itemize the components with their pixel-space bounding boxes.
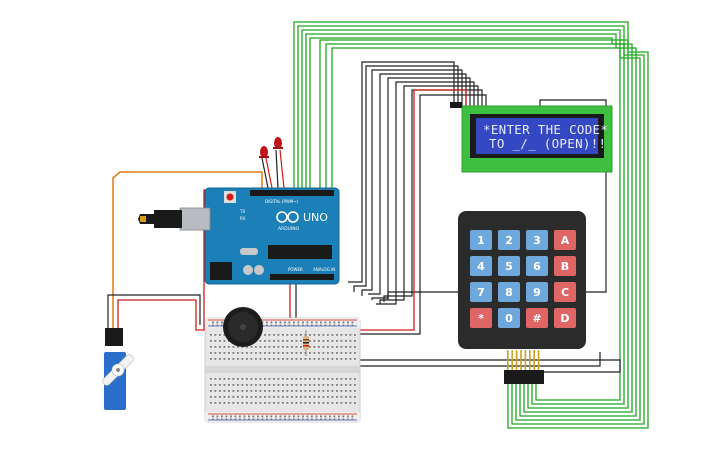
lcd-line-1: *ENTER THE CODE*	[483, 122, 608, 137]
key-label: D	[560, 312, 569, 325]
key-label: #	[532, 312, 541, 325]
keypad-pin	[533, 350, 535, 370]
red-led-2[interactable]	[273, 137, 283, 149]
power-label: POWER	[288, 267, 303, 272]
key-label: 2	[505, 234, 513, 247]
lcd-screen	[476, 118, 598, 154]
resistor[interactable]	[303, 330, 309, 356]
key-B[interactable]: B	[554, 256, 576, 276]
key-5[interactable]: 5	[498, 256, 520, 276]
key-8[interactable]: 8	[498, 282, 520, 302]
key-0[interactable]: 0	[498, 308, 520, 328]
key-label: 0	[505, 312, 513, 325]
lcd-line-2: TO _/_ (OPEN)!!	[489, 136, 606, 151]
key-4[interactable]: 4	[470, 256, 492, 276]
black-wire-lcd-ground[interactable]	[340, 172, 607, 335]
red-wire-servo-power[interactable]	[117, 299, 206, 331]
keypad-pin	[520, 350, 522, 370]
keypad-pin	[524, 350, 527, 370]
green-wire-bundle[interactable]	[293, 21, 649, 429]
lcd-16x2-display[interactable]: *ENTER THE CODE* TO _/_ (OPEN)!!	[450, 102, 613, 173]
key-label: 3	[533, 234, 541, 247]
tx-label: TX	[239, 209, 245, 214]
key-6[interactable]: 6	[526, 256, 548, 276]
red-wire-lcd[interactable]	[330, 89, 467, 331]
black-wire-bundle[interactable]	[348, 61, 607, 305]
key-label: A	[561, 234, 570, 247]
key-1[interactable]: 1	[470, 230, 492, 250]
key-label: *	[478, 312, 484, 325]
key-label: 9	[533, 286, 541, 299]
analog-label: ANALOG IN	[313, 267, 335, 272]
arduino-logo	[276, 211, 299, 223]
led2-wire-black	[275, 149, 279, 189]
key-#[interactable]: #	[526, 308, 548, 328]
key-label: 7	[477, 286, 485, 299]
arduino-brand-label: ARDUINO	[278, 226, 300, 232]
key-label: 5	[505, 260, 513, 273]
power-jack[interactable]	[210, 262, 232, 280]
keypad-connector[interactable]	[504, 350, 544, 384]
black-wire-servo-ground[interactable]	[107, 294, 201, 330]
key-3[interactable]: 3	[526, 230, 548, 250]
key-7[interactable]: 7	[470, 282, 492, 302]
led1-wire-red	[265, 157, 273, 189]
piezo-buzzer[interactable]	[223, 307, 263, 347]
atmega-chip	[268, 245, 332, 259]
keypad-pin	[507, 350, 509, 370]
rx-label: RX	[240, 216, 246, 221]
micro-servo[interactable]	[101, 328, 135, 410]
led2-wire-red	[279, 149, 285, 189]
key-label: 6	[533, 260, 541, 273]
keypad-4x4[interactable]: 1 2 3 A 4 5 6 B 7 8 9 C * 0 # D	[458, 211, 586, 384]
key-label: 8	[505, 286, 513, 299]
key-*[interactable]: *	[470, 308, 492, 328]
key-label: 1	[477, 234, 485, 247]
keypad-pin	[515, 350, 518, 370]
keypad-pin	[529, 350, 531, 370]
breadboard-holes	[210, 321, 356, 421]
arduino-uno-board[interactable]: UNO ARDUINO DIGITAL (PWM~) POWER ANALOG …	[138, 187, 340, 285]
digital-pin-label: DIGITAL (PWM~)	[265, 199, 299, 204]
key-label: B	[561, 260, 569, 273]
key-2[interactable]: 2	[498, 230, 520, 250]
usb-cable[interactable]	[154, 210, 182, 228]
key-9[interactable]: 9	[526, 282, 548, 302]
key-A[interactable]: A	[554, 230, 576, 250]
arduino-model-label: UNO	[303, 211, 328, 224]
red-led-1[interactable]	[259, 146, 269, 158]
servo-connector[interactable]	[105, 328, 123, 346]
keypad-pin	[511, 350, 513, 370]
orange-wire-servo-signal[interactable]	[112, 171, 263, 330]
led1-wire-black	[261, 157, 269, 189]
key-D[interactable]: D	[554, 308, 576, 328]
keypad-keys[interactable]: 1 2 3 A 4 5 6 B 7 8 9 C * 0 # D	[470, 230, 576, 328]
digital-header[interactable]	[250, 190, 334, 196]
key-label: C	[561, 286, 569, 299]
key-C[interactable]: C	[554, 282, 576, 302]
power-analog-header[interactable]	[270, 274, 334, 280]
keypad-pin	[537, 350, 540, 370]
usb-port[interactable]	[179, 207, 211, 231]
key-label: 4	[477, 260, 485, 273]
